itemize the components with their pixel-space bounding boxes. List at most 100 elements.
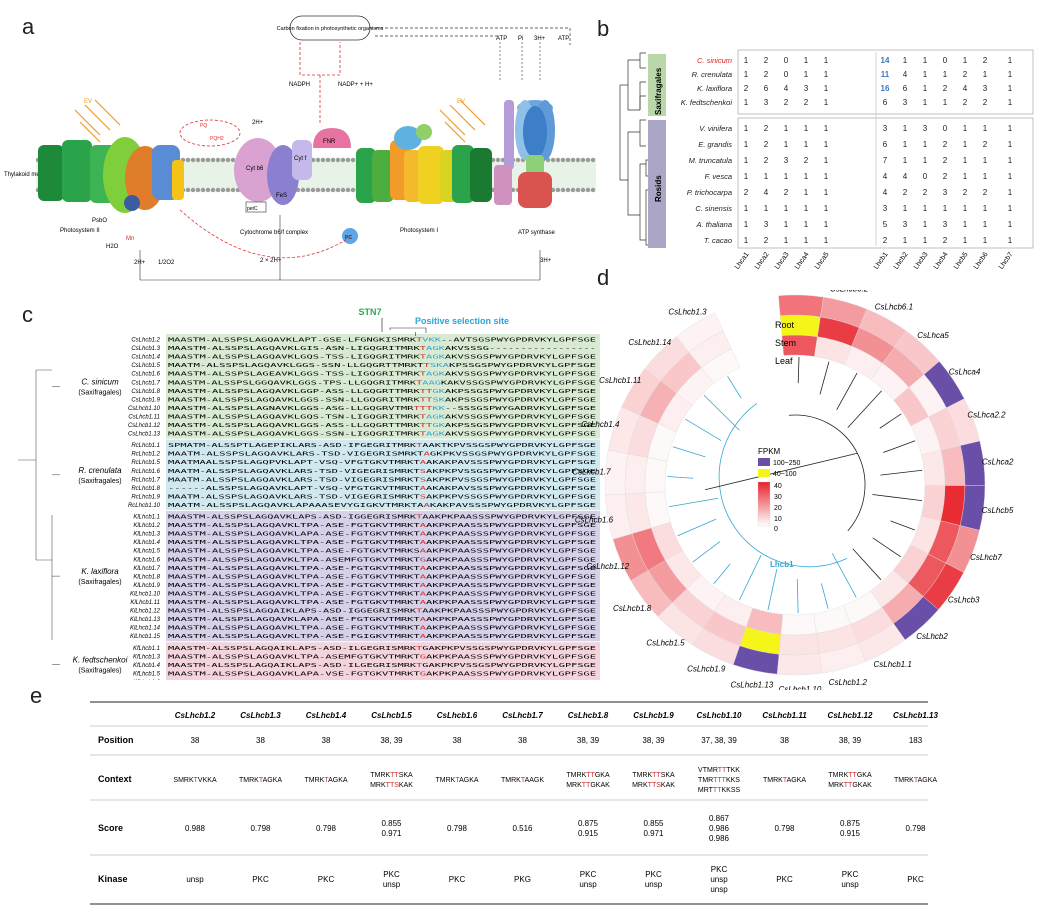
count-cell: 1 (744, 220, 749, 229)
h3-bottom-label: 3H+ (540, 258, 552, 264)
block-bg (166, 439, 600, 510)
species-ros-6: A. thaliana (696, 220, 732, 229)
count-cell: 1 (744, 204, 749, 213)
context-cell: TMRKTAGKA (435, 777, 478, 784)
tree-branch (767, 568, 778, 611)
legend-tick-40: 40 (774, 483, 782, 490)
gene-label: CsLhca4 (949, 368, 981, 377)
pi-label: Pi (518, 36, 523, 42)
count-cell: 0 (943, 56, 948, 65)
count-cell: 2 (764, 156, 769, 165)
count-cell: 3 (764, 98, 769, 107)
count-cell: 1 (1008, 84, 1013, 93)
count-cell: 14 (881, 56, 890, 65)
seq-name: KlLhcb1.10 (130, 591, 161, 597)
seq-name: KlLhcb1.6 (133, 557, 160, 563)
count-cell: 1 (1008, 172, 1013, 181)
count-cell: 2 (764, 70, 769, 79)
count-cell: 1 (1008, 98, 1013, 107)
count-cell: 4 (903, 172, 908, 181)
count-cell: 1 (943, 204, 948, 213)
count-cell: 1 (1008, 188, 1013, 197)
block-bg (166, 642, 600, 680)
tree-branch (883, 440, 916, 453)
count-cell: 1 (764, 204, 769, 213)
gene-label: CsLhcb1.3 (668, 308, 707, 317)
count-cell: 2 (744, 84, 749, 93)
position-cell: 38 (191, 736, 200, 745)
count-cell: 0 (943, 124, 948, 133)
count-cell: 1 (1008, 236, 1013, 245)
count-cell: 1 (804, 172, 809, 181)
seq-name: RcLhcb1.8 (131, 486, 160, 492)
legend-tick-30: 30 (774, 494, 782, 501)
pq-label: PQ (200, 123, 207, 129)
count-cell: 2 (883, 236, 888, 245)
count-cell: 2 (764, 140, 769, 149)
count-cell: 1 (744, 156, 749, 165)
count-cell: 1 (804, 220, 809, 229)
stn7-label: STN7 (358, 307, 381, 317)
seq-name: KlLhcb1.8 (133, 574, 160, 580)
gene-label: CsLhcb1.1 (874, 660, 912, 669)
seq-name: CsLhcb1.13 (128, 432, 161, 438)
col-header: CsLhcb1.9 (633, 711, 674, 720)
kinase-cell: PKC (580, 870, 597, 879)
context-cell: VTMRTTTKK (698, 767, 740, 774)
panel-label-b: b (597, 16, 610, 41)
count-cell: 1 (963, 236, 968, 245)
count-cell: 1 (983, 236, 988, 245)
count-cell: 1 (764, 172, 769, 181)
gene-label: CsLhca5 (917, 331, 949, 340)
tree-branch (677, 518, 717, 537)
col-header: CsLhcb1.13 (893, 711, 938, 720)
col-label-Lhcb1: Lhcb1 (873, 251, 890, 270)
count-cell: 3 (983, 84, 988, 93)
panel-a-figure: Carbon fixation in photosynthetic organi… (4, 15, 596, 281)
count-cell: 1 (824, 204, 829, 213)
count-cell: 3 (764, 220, 769, 229)
count-cell: 6 (903, 84, 908, 93)
count-cell: 1 (943, 70, 948, 79)
count-cell: 0 (784, 70, 789, 79)
count-cell: 1 (804, 236, 809, 245)
context-cell: MRKTTSKAK (370, 782, 413, 789)
kinase-cell: unsp (579, 880, 597, 889)
score-cell: 0.855 (643, 819, 664, 828)
count-cell: 1 (824, 188, 829, 197)
score-cell: 0.516 (512, 824, 533, 833)
col-label-Lhca5: Lhca5 (814, 251, 831, 270)
kinase-cell: unsp (645, 880, 663, 889)
kinase-cell: PKC (252, 875, 269, 884)
count-cell: 1 (804, 124, 809, 133)
h2x2-label: 2 × 2H+ (260, 258, 282, 264)
score-cell: 0.798 (905, 824, 926, 833)
fpkm-legend: FPKM 100~250 40~100 40 30 20 10 0 (757, 447, 801, 533)
heatmap-rings (604, 294, 986, 676)
gene-label: CsLhcb1.6 (575, 516, 614, 525)
seq-name: CsLhcb1.8 (131, 389, 160, 395)
count-cell: 1 (744, 124, 749, 133)
seq-name: KlLhcb1.4 (133, 540, 160, 546)
gene-label: CsLhcb2 (916, 632, 948, 641)
count-cell: 2 (983, 56, 988, 65)
context-cell: TMRKTAGKA (304, 777, 347, 784)
seq-name: CsLhcb1.4 (131, 355, 160, 361)
count-cell: 1 (744, 70, 749, 79)
seq-name: KlLhcb1.14 (130, 626, 161, 632)
species-ros-0: V. vinifera (699, 124, 732, 133)
count-cell: 5 (883, 220, 888, 229)
count-cell: 1 (923, 236, 928, 245)
count-cell: 2 (963, 188, 968, 197)
seq-name: KlLhcb1.11 (130, 600, 160, 606)
